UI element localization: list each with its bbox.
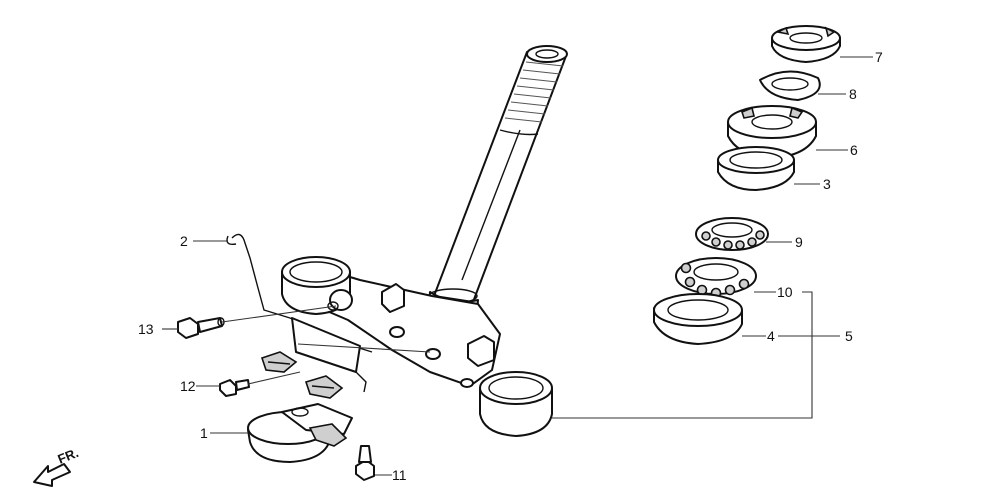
steering-stem-shaft (427, 45, 568, 327)
cable-clamp-lower (304, 375, 344, 399)
callout-5: 5 (845, 328, 853, 344)
part-1-mount (247, 403, 353, 463)
callout-10: 10 (777, 284, 793, 300)
callout-1: 1 (200, 425, 208, 441)
part-10-ball-bearing (675, 257, 757, 299)
part-4-race (653, 293, 743, 345)
part-13-bolt (177, 317, 225, 339)
leader-lines (162, 56, 873, 476)
front-direction-label: FR. (56, 445, 81, 467)
part-12-screw (219, 379, 250, 397)
part-8-lock-washer (759, 70, 821, 101)
steering-stem-bottom-bridge (281, 256, 553, 437)
part-3-race (717, 146, 795, 191)
callout-2: 2 (180, 233, 188, 249)
cable-clamp-upper (260, 351, 298, 373)
front-direction-arrow (33, 463, 71, 487)
part-9-ball-bearing (695, 217, 769, 251)
part-7-lock-nut (771, 25, 841, 63)
callout-13: 13 (138, 321, 154, 337)
callout-7: 7 (875, 49, 883, 65)
callout-11: 11 (392, 467, 407, 483)
callout-9: 9 (795, 234, 803, 250)
callout-3: 3 (823, 176, 831, 192)
callout-6: 6 (850, 142, 858, 158)
callout-8: 8 (849, 86, 857, 102)
hose-guide-bracket (226, 233, 373, 393)
callout-12: 12 (180, 378, 196, 394)
callout-4: 4 (767, 328, 775, 344)
part-11-bolt (355, 445, 375, 481)
